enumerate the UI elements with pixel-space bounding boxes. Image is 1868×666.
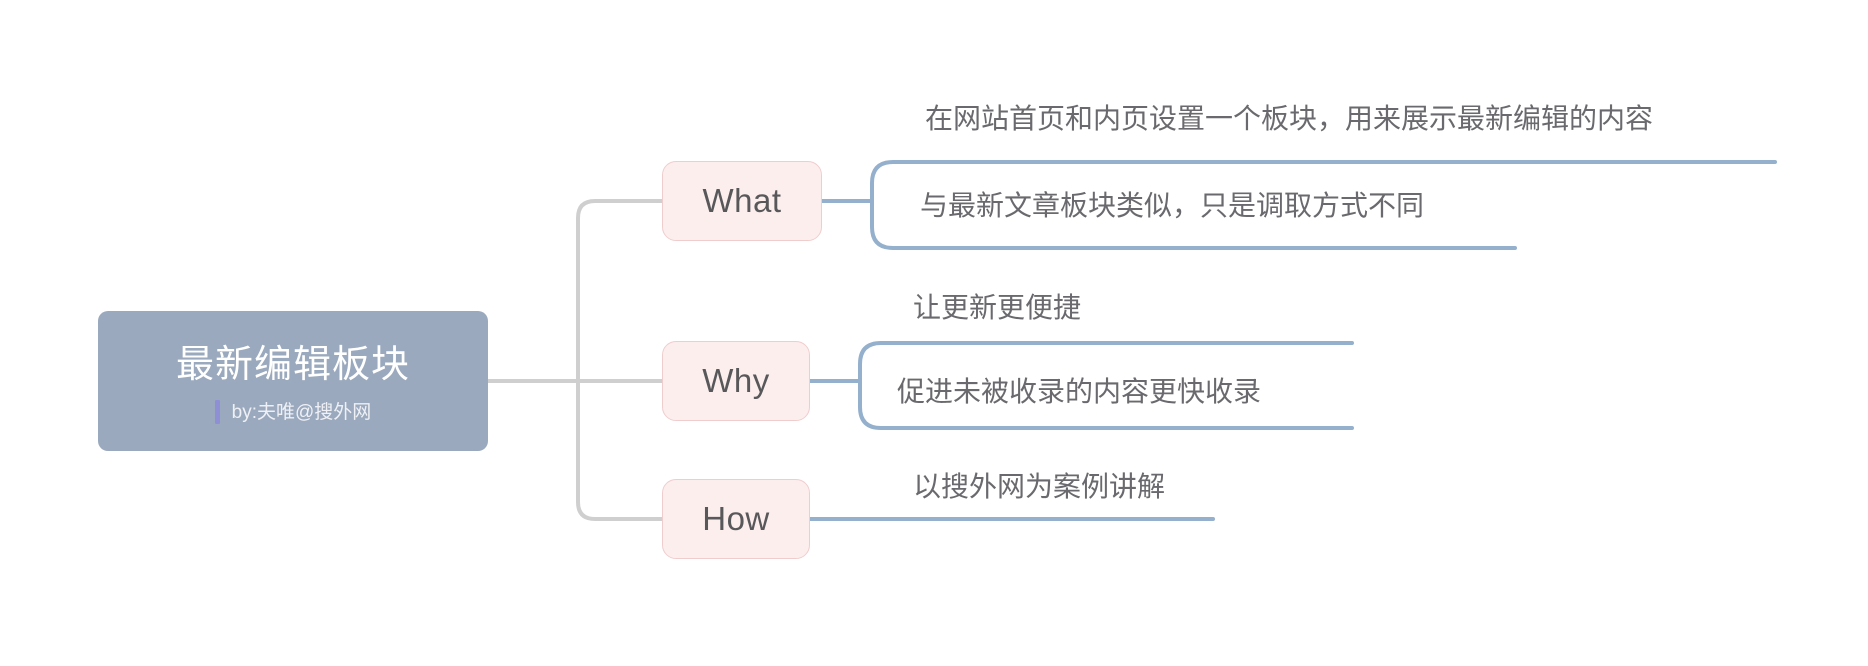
leaf-node-why-2[interactable]: 促进未被收录的内容更快收录 xyxy=(897,376,1262,407)
branch-node-what[interactable]: What xyxy=(662,161,822,241)
leaf-node-how-1[interactable]: 以搜外网为案例讲解 xyxy=(913,471,1166,502)
accent-bar-icon xyxy=(214,400,220,425)
root-to-branches-connector xyxy=(486,199,664,521)
root-node-subtitle-row: by:夫唯@搜外网 xyxy=(214,399,372,425)
leaf-node-what-1[interactable]: 在网站首页和内页设置一个板块，用来展示最新编辑的内容 xyxy=(925,103,1654,134)
branch-node-why[interactable]: Why xyxy=(662,341,810,421)
root-node[interactable]: 最新编辑板块 by:夫唯@搜外网 xyxy=(98,311,488,451)
leaf-node-why-1[interactable]: 让更新更便捷 xyxy=(913,292,1082,323)
branch-node-how[interactable]: How xyxy=(662,479,810,559)
leaf-node-what-2[interactable]: 与最新文章板块类似，只是调取方式不同 xyxy=(920,190,1425,221)
root-node-title: 最新编辑板块 xyxy=(175,343,410,386)
root-node-subtitle: by:夫唯@搜外网 xyxy=(231,401,372,423)
